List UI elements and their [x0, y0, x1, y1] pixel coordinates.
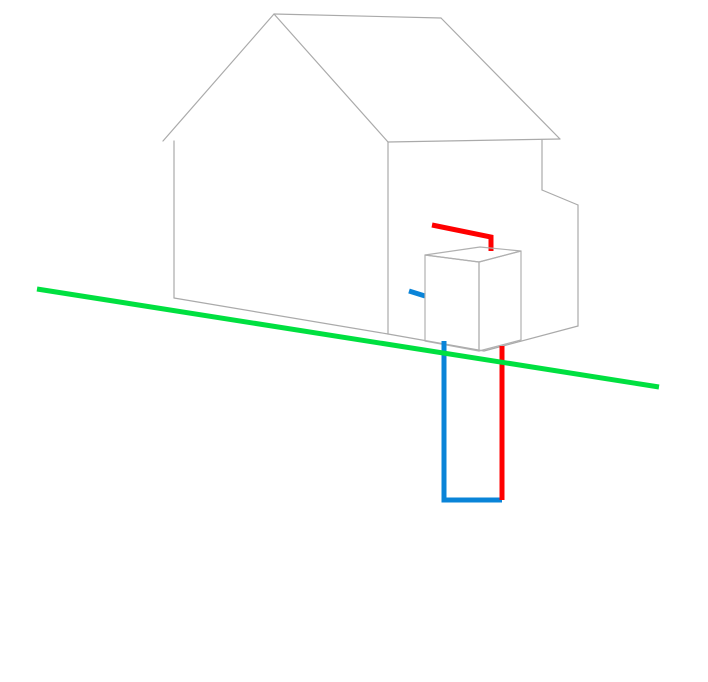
house-left-roof-edge — [162, 13, 389, 143]
house — [162, 13, 579, 352]
ground-surface-line — [36, 286, 660, 390]
house-roof-ridge — [273, 13, 442, 19]
unit-front-face — [424, 254, 480, 352]
return-pipe-outlet — [408, 288, 426, 299]
house-wall-step — [541, 189, 579, 206]
supply-pipe-inlet — [431, 222, 494, 251]
heat-pump-unit — [424, 246, 522, 352]
house-left-base — [173, 297, 389, 335]
unit-side-face — [478, 250, 522, 352]
return-pipe-loop — [441, 341, 502, 503]
house-right-base-2 — [483, 325, 579, 352]
house-eave — [387, 138, 561, 143]
house-right-roof-slope — [440, 17, 561, 140]
